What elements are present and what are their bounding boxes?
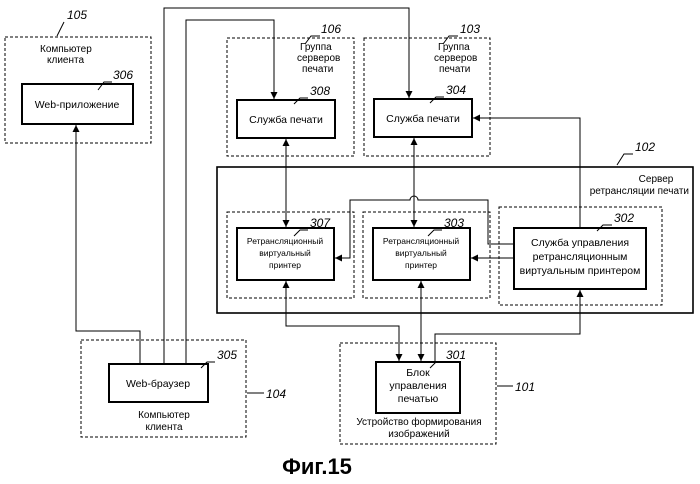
vp-303-label-line1: Ретрансляционный [383, 236, 459, 246]
mgmt-label-line1: Служба управления [531, 237, 629, 249]
ref-305: 305 [217, 348, 237, 362]
client-105-label-line1: Компьютер [40, 44, 92, 55]
ref-306: 306 [113, 68, 133, 82]
connector-vp-307-to-print-control [286, 281, 399, 361]
web-browser-label: Web-браузер [126, 378, 190, 390]
client-105-label-line2: клиента [47, 55, 84, 66]
connector-browser-to-webapp [76, 125, 140, 364]
leader-102 [617, 154, 633, 165]
ref-103: 103 [460, 22, 480, 36]
device-label-line2: изображений [388, 428, 449, 440]
ref-304: 304 [446, 83, 466, 97]
vp-307-label-line1: Ретрансляционный [247, 236, 323, 246]
mgmt-label-line3: виртуальным принтером [520, 265, 641, 277]
client-104-label-line2: клиента [145, 422, 182, 433]
print-service-308-label: Служба печати [249, 114, 323, 126]
print-control-label-line1: Блок [406, 367, 430, 379]
group-106-label-line3: печати [302, 64, 333, 75]
device-label-line1: Устройство формирования [356, 416, 481, 428]
group-103-label-line3: печати [439, 64, 470, 75]
group-106-label-line2: серверов [297, 53, 340, 64]
relay-server-label-line1: Сервер [639, 174, 674, 185]
vp-307-label-line3: принтер [269, 260, 301, 270]
ref-303: 303 [444, 216, 464, 230]
ref-105: 105 [67, 8, 87, 22]
mgmt-label-line2: ретрансляционным [533, 251, 628, 263]
vp-303-label-line3: принтер [405, 260, 437, 270]
ref-307: 307 [310, 216, 331, 230]
ref-301: 301 [446, 348, 466, 362]
ref-104: 104 [266, 387, 286, 401]
vp-307-label-line2: виртуальный [259, 248, 311, 258]
relay-server-label-line2: ретрансляции печати [590, 186, 689, 197]
ref-106: 106 [321, 22, 341, 36]
ref-102: 102 [635, 140, 655, 154]
client-104-label-line1: Компьютер [138, 410, 190, 421]
ref-308: 308 [310, 84, 330, 98]
web-application-label: Web-приложение [35, 99, 120, 111]
figure-caption: Фиг.15 [282, 454, 352, 479]
ref-101: 101 [515, 380, 535, 394]
leader-105 [57, 22, 64, 36]
ref-302: 302 [614, 211, 634, 225]
print-service-304-label: Служба печати [386, 113, 460, 125]
print-control-label-line2: управления [389, 380, 446, 392]
vp-303-label-line2: виртуальный [395, 248, 447, 258]
group-103-label-line2: серверов [434, 53, 477, 64]
print-control-label-line3: печатью [398, 393, 439, 405]
